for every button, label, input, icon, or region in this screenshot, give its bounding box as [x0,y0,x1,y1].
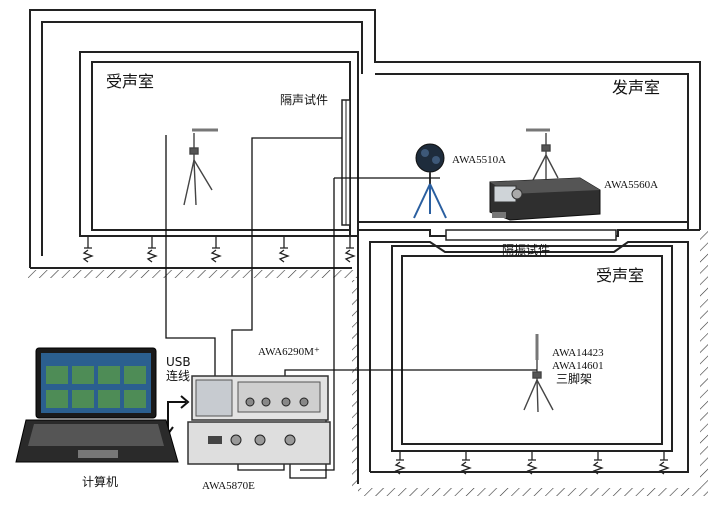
omni-speaker [413,143,447,219]
tripod-label: 三脚架 [556,372,593,386]
tapping-machine-model-label: AWA5560A [604,179,659,191]
computer-label: 计算机 [82,475,119,489]
usb-label-line1: USB [166,355,191,369]
tripod-mic-source [526,128,559,181]
tapping-machine [489,177,601,221]
speaker-model-label: AWA5510A [452,154,507,166]
amplifier-model-label: AWA5870E [202,480,255,492]
tripod-mic-upper [183,128,218,206]
mic-model-line2: AWA14601 [552,360,604,372]
upper-receive-room-label: 受声室 [106,72,155,91]
tripod-mic-lower [523,334,554,413]
analyzer-model-label: AWA6290M⁺ [258,346,320,358]
sound-insulation-specimen [341,99,351,226]
source-room-label: 发声室 [612,78,661,97]
amplifier-unit [187,421,331,465]
signal-cables [165,135,537,479]
analyzer-unit [191,375,329,421]
lower-room-springs [394,451,670,475]
upper-room-springs [82,236,356,263]
lower-receive-room-label: 受声室 [596,266,645,285]
mic-model-line1: AWA14423 [552,347,604,359]
laptop [15,347,179,463]
lower-receive-room [357,229,700,484]
usb-label-line2: 连线 [166,369,191,383]
vibration-isolation-specimen [445,229,617,241]
ground-hatching [28,230,708,496]
vibration-specimen-label: 隔振试件 [502,243,551,257]
sound-insulation-specimen-label: 隔声试件 [280,93,329,107]
outer-walls-upper [29,9,701,269]
